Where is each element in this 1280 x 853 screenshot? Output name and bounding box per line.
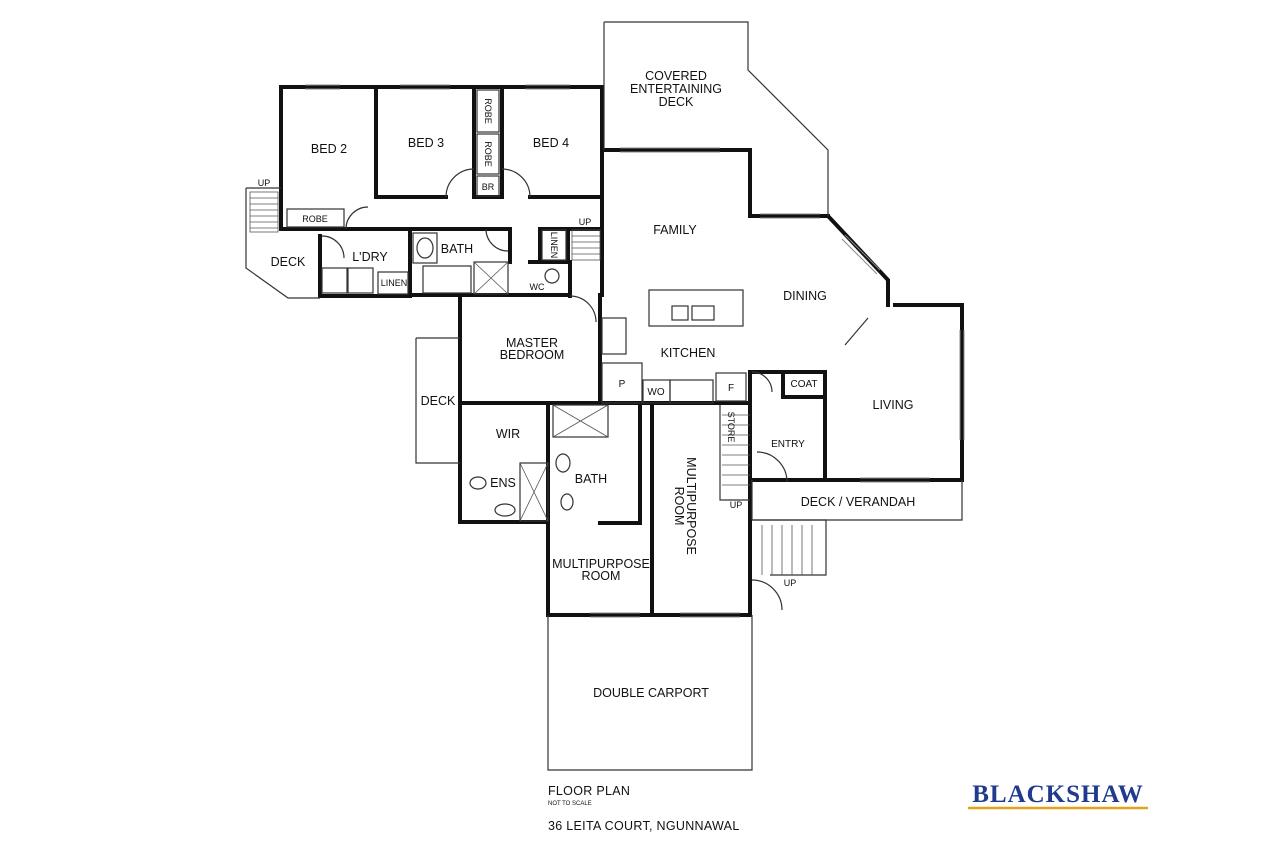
label-wc: WC xyxy=(530,282,545,292)
label-dining: DINING xyxy=(783,289,827,303)
doors xyxy=(321,168,869,611)
label-wall-oven: WO xyxy=(647,387,664,398)
label-master-2: BEDROOM xyxy=(500,348,565,362)
label-bed2: BED 2 xyxy=(311,142,347,156)
plan-footer: FLOOR PLAN NOT TO SCALE 36 LEITA COURT, … xyxy=(548,784,740,833)
room-labels: COVERED ENTERTAINING DECK BED 2 BED 3 BE… xyxy=(258,69,916,700)
label-bath-ens: BATH xyxy=(575,472,607,486)
label-family: FAMILY xyxy=(653,223,697,237)
walls xyxy=(279,85,964,617)
label-entry: ENTRY xyxy=(771,439,805,450)
label-wir: WIR xyxy=(496,427,520,441)
label-covered-deck-2: ENTERTAINING xyxy=(630,82,722,96)
brand-name: BLACKSHAW xyxy=(972,781,1144,808)
label-ens: ENS xyxy=(490,476,516,490)
windows xyxy=(305,84,965,618)
label-covered-deck-1: COVERED xyxy=(645,69,707,83)
scale-note: NOT TO SCALE xyxy=(548,801,592,807)
label-pantry: P xyxy=(619,379,626,390)
label-bed3: BED 3 xyxy=(408,136,444,150)
label-store: STORE xyxy=(726,412,736,443)
label-robe-bed3: ROBE xyxy=(483,98,493,124)
label-fridge: F xyxy=(728,383,734,394)
label-master-1: MASTER xyxy=(506,336,558,350)
label-up-front: UP xyxy=(784,578,797,588)
label-laundry: L'DRY xyxy=(352,250,388,264)
label-multipurpose-2: ROOM xyxy=(582,569,621,583)
label-bed4: BED 4 xyxy=(533,136,569,150)
label-living: LIVING xyxy=(873,398,914,412)
label-linen-laundry: LINEN xyxy=(381,278,408,288)
label-multipurpose-side-2: ROOM xyxy=(672,487,686,526)
label-robe-bed4: ROBE xyxy=(483,141,493,167)
label-up-left: UP xyxy=(258,178,271,188)
label-deck-master: DECK xyxy=(421,394,456,408)
label-multipurpose-side-1: MULTIPURPOSE xyxy=(684,457,698,555)
outlines xyxy=(245,21,963,771)
label-bath-main: BATH xyxy=(441,242,473,256)
brand-logo: BLACKSHAW xyxy=(968,781,1148,810)
label-br: BR xyxy=(482,182,495,192)
label-multipurpose-1: MULTIPURPOSE xyxy=(552,557,650,571)
label-deck-left: DECK xyxy=(271,255,306,269)
label-covered-deck-3: DECK xyxy=(659,95,694,109)
label-linen-hall: LINEN xyxy=(549,232,559,259)
label-robe-bed2: ROBE xyxy=(302,214,328,224)
label-up-family: UP xyxy=(579,217,592,227)
label-up-store: UP xyxy=(730,500,743,510)
label-coat: COAT xyxy=(790,379,817,390)
label-double-carport: DOUBLE CARPORT xyxy=(593,686,709,700)
label-kitchen: KITCHEN xyxy=(661,346,716,360)
plan-title: FLOOR PLAN xyxy=(548,784,630,798)
label-deck-verandah: DECK / VERANDAH xyxy=(801,495,916,509)
property-address: 36 LEITA COURT, NGUNNAWAL xyxy=(548,819,740,833)
